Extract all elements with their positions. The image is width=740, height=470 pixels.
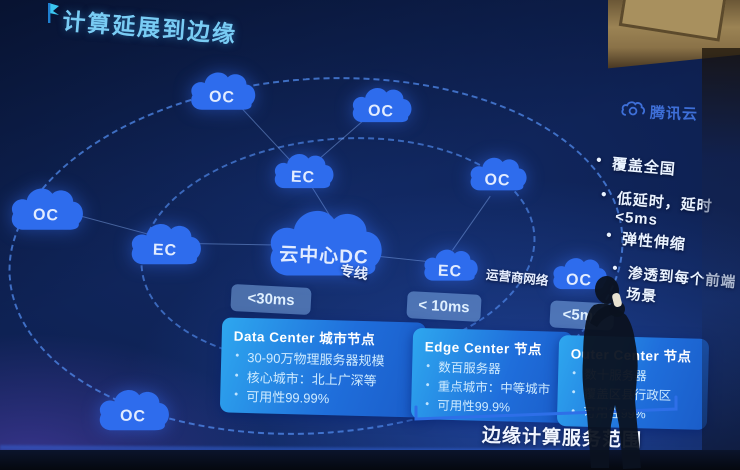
cloud-label: EC <box>152 241 178 260</box>
cloud-label: EC <box>290 168 316 187</box>
cloud-label: OC <box>367 102 395 121</box>
latency-badge-10ms: < 10ms <box>406 291 482 322</box>
label-dedicated-line: 专线 <box>338 261 370 283</box>
slide-title: 计算延展到边缘 <box>61 7 238 48</box>
cloud-node-ec: EC <box>420 241 480 289</box>
tencent-cloud-logo: 腾讯云 <box>620 99 699 126</box>
presenter-silhouette <box>540 263 705 470</box>
cloud-label: OC <box>484 171 511 190</box>
info-box-title: Data Center 城市节点 <box>233 328 376 348</box>
cloud-node-dc-center: 云中心DC <box>258 198 390 288</box>
cloud-node-oc: OC <box>549 250 609 297</box>
cloud-node-ec: EC <box>270 145 336 197</box>
latency-badge-30ms: <30ms <box>230 283 312 316</box>
title-flag-icon <box>46 2 62 24</box>
cloud-node-oc: OC <box>92 382 174 438</box>
cloud-label: OC <box>32 206 60 225</box>
stage-floor <box>0 450 740 470</box>
scope-bracket <box>408 392 688 431</box>
venue-wall-right <box>702 48 740 470</box>
logo-text: 腾讯云 <box>649 104 699 123</box>
key-point: 覆盖全国 <box>595 152 677 180</box>
cloud-node-ec: EC <box>126 216 204 272</box>
cloud-node-oc: OC <box>6 180 86 238</box>
cloud-label: OC <box>119 407 147 426</box>
cloud-label: 云中心DC <box>278 244 369 269</box>
info-box-data-center: Data Center 城市节点 30-90万物理服务器规模 核心城市：北上广深… <box>219 317 427 418</box>
cloud-node-oc: OC <box>466 150 529 198</box>
cloud-label: EC <box>437 262 463 281</box>
cloud-node-oc: OC <box>186 64 258 118</box>
info-box-bullet: 可用性99.99% <box>232 387 414 411</box>
cloud-label: OC <box>208 88 236 107</box>
cloud-logo-icon <box>620 99 647 124</box>
ceiling-coffer-panel <box>618 0 728 42</box>
microphone-icon <box>612 292 622 308</box>
cloud-node-oc: OC <box>348 80 414 130</box>
